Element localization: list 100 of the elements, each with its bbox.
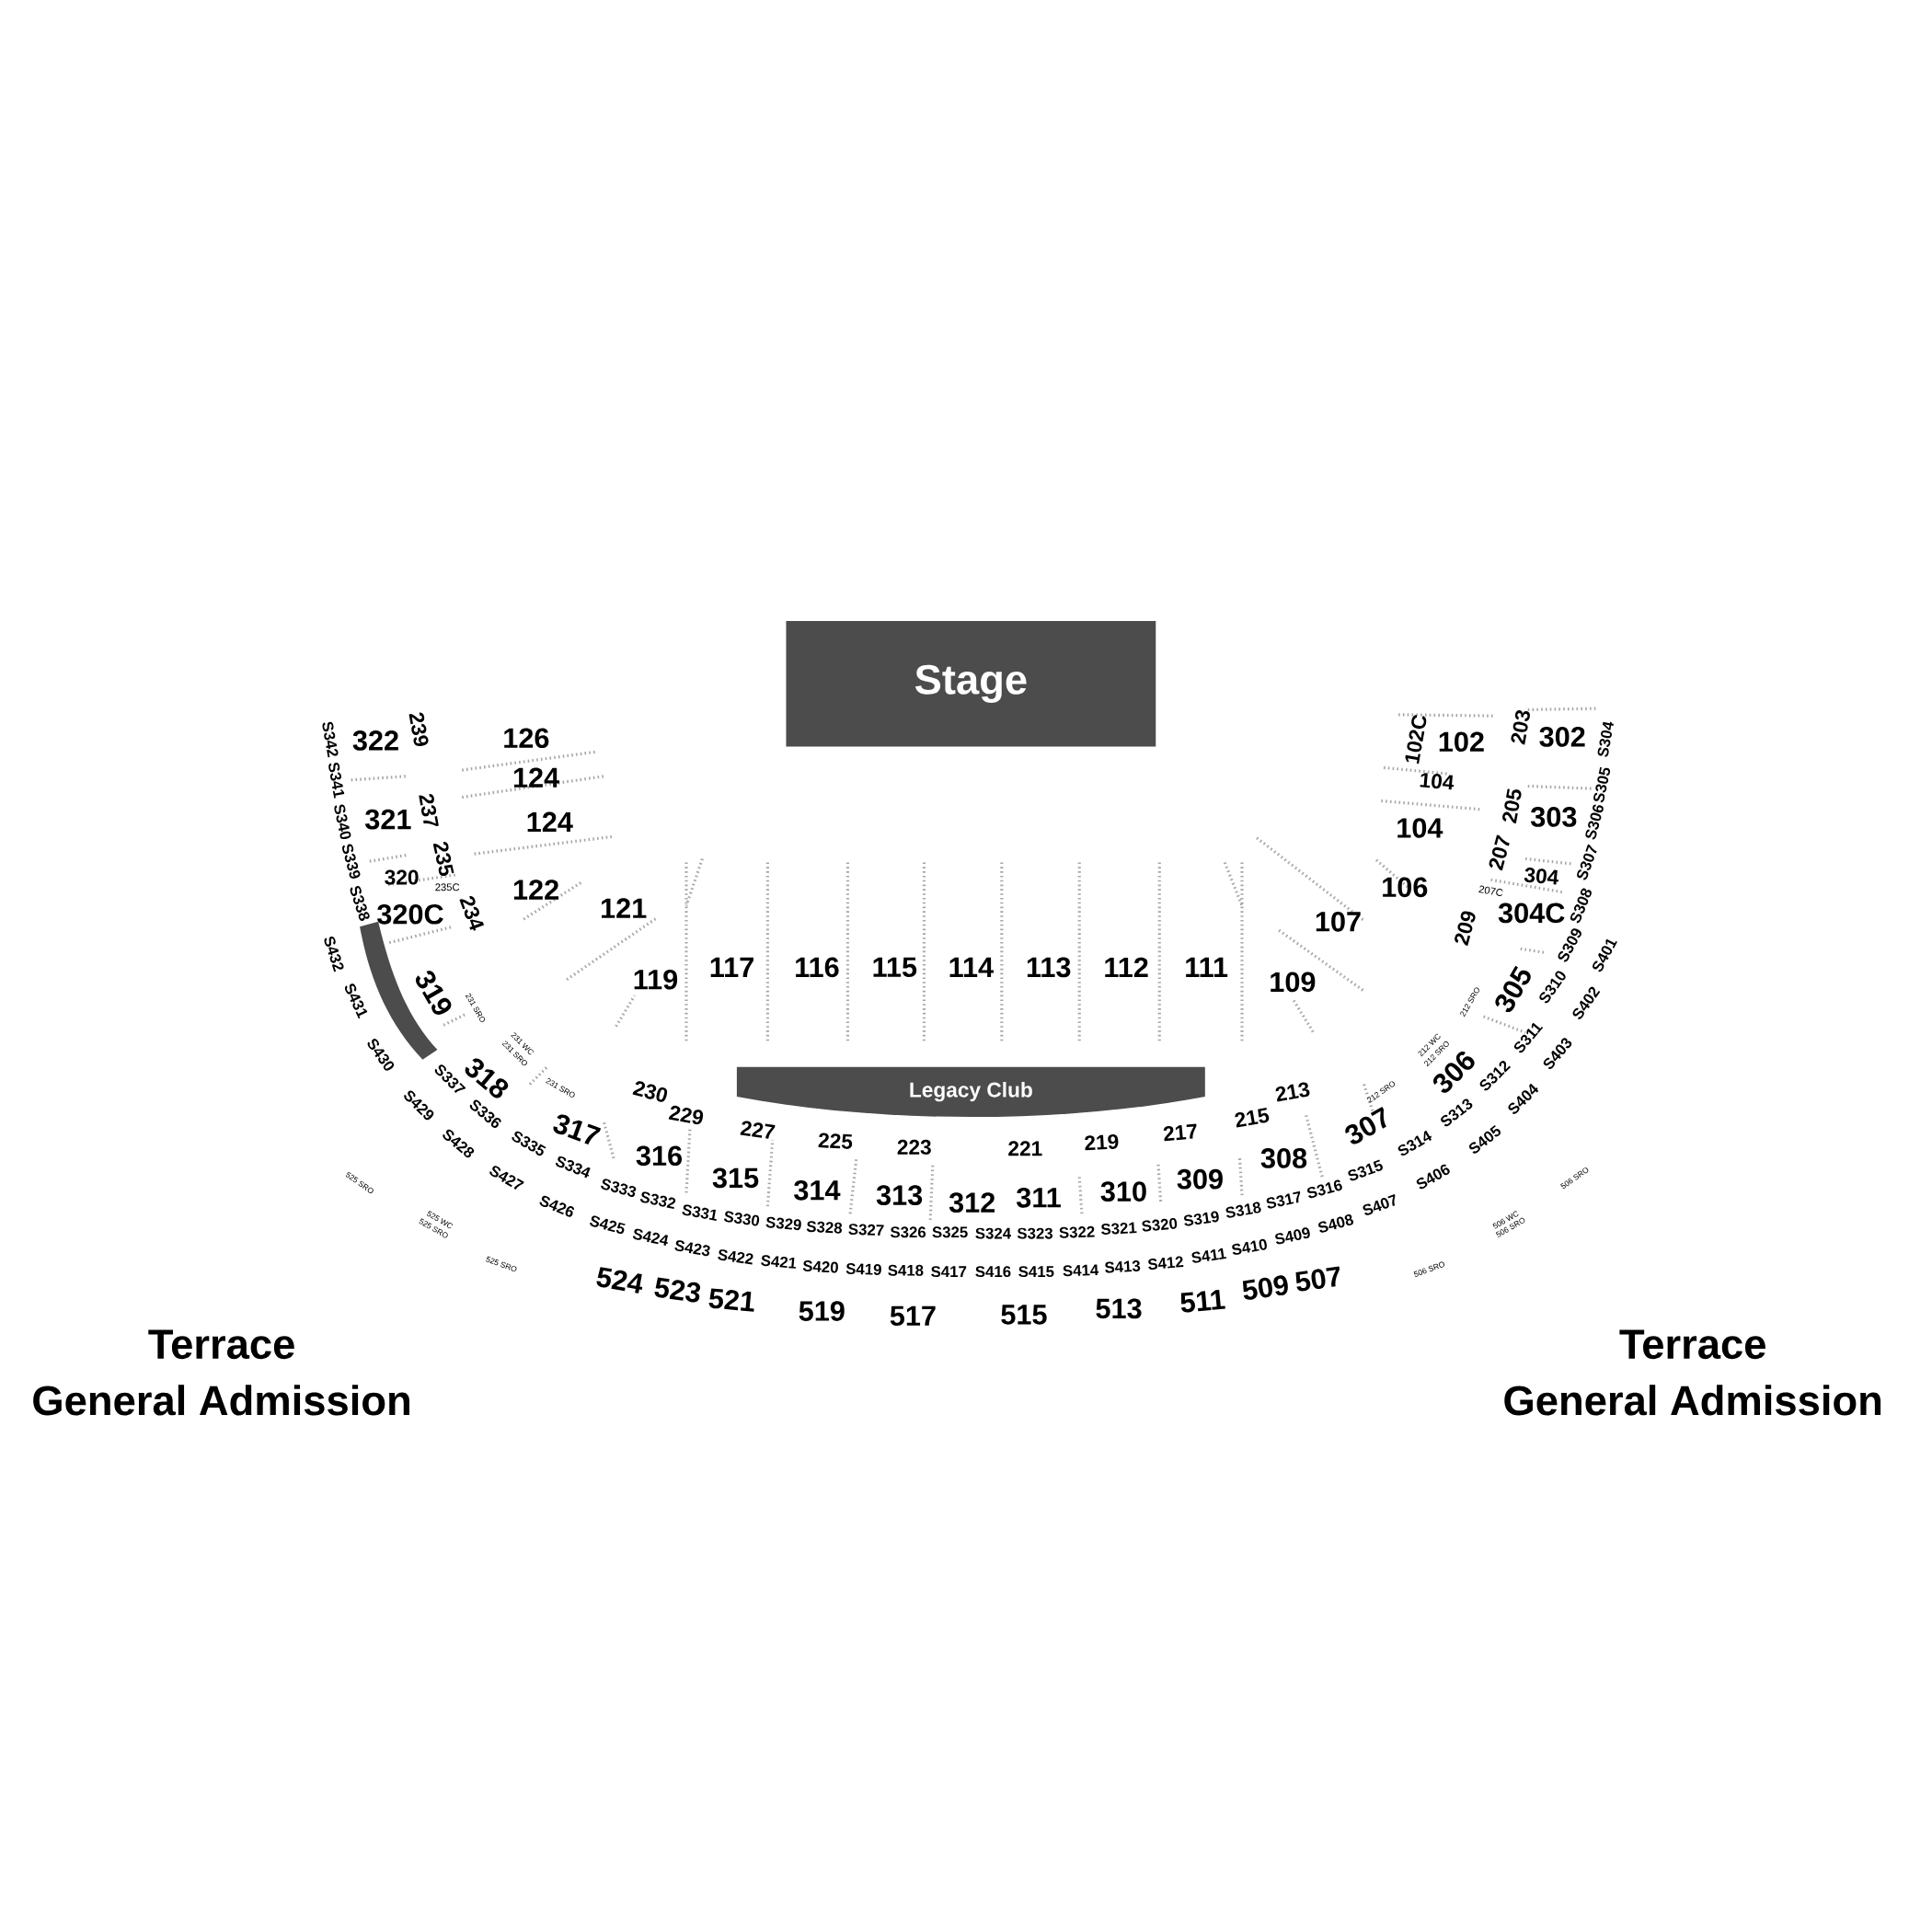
section-number: 102 <box>1439 731 1484 753</box>
area-label: 231 SRO <box>546 1078 575 1098</box>
section-number: 511 <box>1180 1290 1225 1313</box>
section-number: 507 <box>1295 1266 1340 1292</box>
section-number: 235 <box>432 842 454 877</box>
section-number: 205 <box>1502 788 1522 824</box>
section-number: S339 <box>342 844 361 879</box>
section-number: S413 <box>1105 1260 1141 1273</box>
section-number: 237 <box>419 793 439 826</box>
section-number: 111 <box>1186 957 1228 977</box>
section-number: S334 <box>555 1156 591 1179</box>
section-number: S411 <box>1191 1248 1227 1263</box>
section-number: S335 <box>512 1131 546 1156</box>
area-label: 525 SRO <box>345 1171 374 1193</box>
section-number: S324 <box>975 1227 1011 1239</box>
section-number: 102C <box>1405 715 1427 765</box>
section-number: 115 <box>873 957 917 978</box>
section-number: S307 <box>1577 844 1597 880</box>
section-number: 313 <box>876 1185 923 1205</box>
section-number: S409 <box>1275 1227 1310 1245</box>
section-number: 312 <box>949 1192 995 1213</box>
area-label: 506 SRO <box>1560 1167 1589 1190</box>
section-number: S325 <box>932 1226 968 1238</box>
section-number: 213 <box>1275 1082 1310 1102</box>
section-number: S427 <box>489 1166 524 1190</box>
section-number: S317 <box>1266 1190 1301 1209</box>
section-number: 235C <box>435 883 460 891</box>
section-number: S316 <box>1306 1179 1342 1199</box>
section-number: 119 <box>634 969 678 990</box>
section-number: 315 <box>712 1167 759 1189</box>
section-number: 117 <box>710 957 753 977</box>
section-number: 515 <box>1001 1305 1047 1325</box>
section-number: 209 <box>1455 911 1476 947</box>
section-number: S314 <box>1397 1130 1432 1156</box>
section-number: S420 <box>802 1260 838 1273</box>
section-number: S424 <box>632 1228 668 1247</box>
area-label: Terrace General Admission <box>33 1329 409 1416</box>
section-number: S304 <box>1597 721 1614 757</box>
section-number: S407 <box>1363 1193 1396 1215</box>
section-number: S408 <box>1318 1214 1354 1233</box>
section-number: 309 <box>1177 1168 1223 1190</box>
section-number: 314 <box>794 1179 841 1201</box>
section-number: S309 <box>1558 928 1581 962</box>
section-number: S341 <box>328 762 345 799</box>
section-number: 524 <box>596 1267 643 1294</box>
section-number: 317 <box>553 1114 602 1144</box>
section-number: S418 <box>888 1264 924 1276</box>
section-number: 321 <box>365 809 411 830</box>
section-number: 513 <box>1096 1298 1142 1319</box>
section-number: S315 <box>1348 1159 1383 1181</box>
section-number: S305 <box>1593 766 1611 803</box>
section-number: S322 <box>1059 1225 1095 1238</box>
area-label: 212 SRO <box>1367 1081 1396 1103</box>
section-number: 207 <box>1489 834 1510 871</box>
section-number: 126 <box>504 728 549 749</box>
section-number: S331 <box>682 1204 717 1221</box>
section-number: S421 <box>761 1255 797 1269</box>
section-number: 517 <box>890 1305 936 1327</box>
area-label: Terrace General Admission <box>1504 1329 1881 1416</box>
section-number: S318 <box>1225 1202 1261 1218</box>
section-number: S340 <box>334 804 351 840</box>
section-number: 229 <box>668 1105 704 1125</box>
section-number: S410 <box>1232 1238 1267 1255</box>
section-number: 311 <box>1017 1187 1061 1208</box>
section-number: 509 <box>1242 1275 1288 1300</box>
section-number: S323 <box>1017 1227 1053 1239</box>
section-number: 215 <box>1235 1108 1270 1128</box>
section-number: S401 <box>1593 938 1617 972</box>
section-number: S328 <box>806 1221 842 1234</box>
section-number: 523 <box>654 1277 701 1303</box>
section-number: S423 <box>674 1240 710 1257</box>
section-number: 304C <box>1498 903 1565 924</box>
section-number: 203 <box>1511 710 1530 745</box>
section-number: 310 <box>1100 1181 1146 1202</box>
section-number: 519 <box>799 1301 845 1321</box>
section-number: S321 <box>1101 1222 1137 1235</box>
section-number: S416 <box>975 1266 1011 1278</box>
section-number: S330 <box>723 1211 760 1226</box>
section-number: 308 <box>1260 1148 1307 1168</box>
section-number: 113 <box>1027 957 1071 978</box>
section-number: S417 <box>931 1266 967 1278</box>
section-number: 239 <box>408 712 429 746</box>
section-number: 124 <box>527 811 573 833</box>
section-number: S338 <box>350 886 370 921</box>
section-number: 230 <box>632 1081 668 1102</box>
section-number: S426 <box>539 1195 574 1217</box>
section-number: 318 <box>465 1058 509 1098</box>
section-number: 121 <box>602 898 647 918</box>
section-number: S319 <box>1184 1211 1219 1226</box>
section-number: S329 <box>765 1216 801 1231</box>
section-number: 307 <box>1345 1106 1386 1144</box>
section-number: 304 <box>1524 868 1558 885</box>
section-number: 104 <box>1420 773 1455 790</box>
section-number: S425 <box>590 1215 626 1235</box>
section-number: 320C <box>377 903 443 925</box>
section-number: S320 <box>1142 1217 1178 1232</box>
section-number: S414 <box>1063 1264 1099 1277</box>
section-number: 107 <box>1316 911 1361 932</box>
section-number: 109 <box>1271 972 1316 993</box>
stage-box: Stage <box>786 621 1156 747</box>
